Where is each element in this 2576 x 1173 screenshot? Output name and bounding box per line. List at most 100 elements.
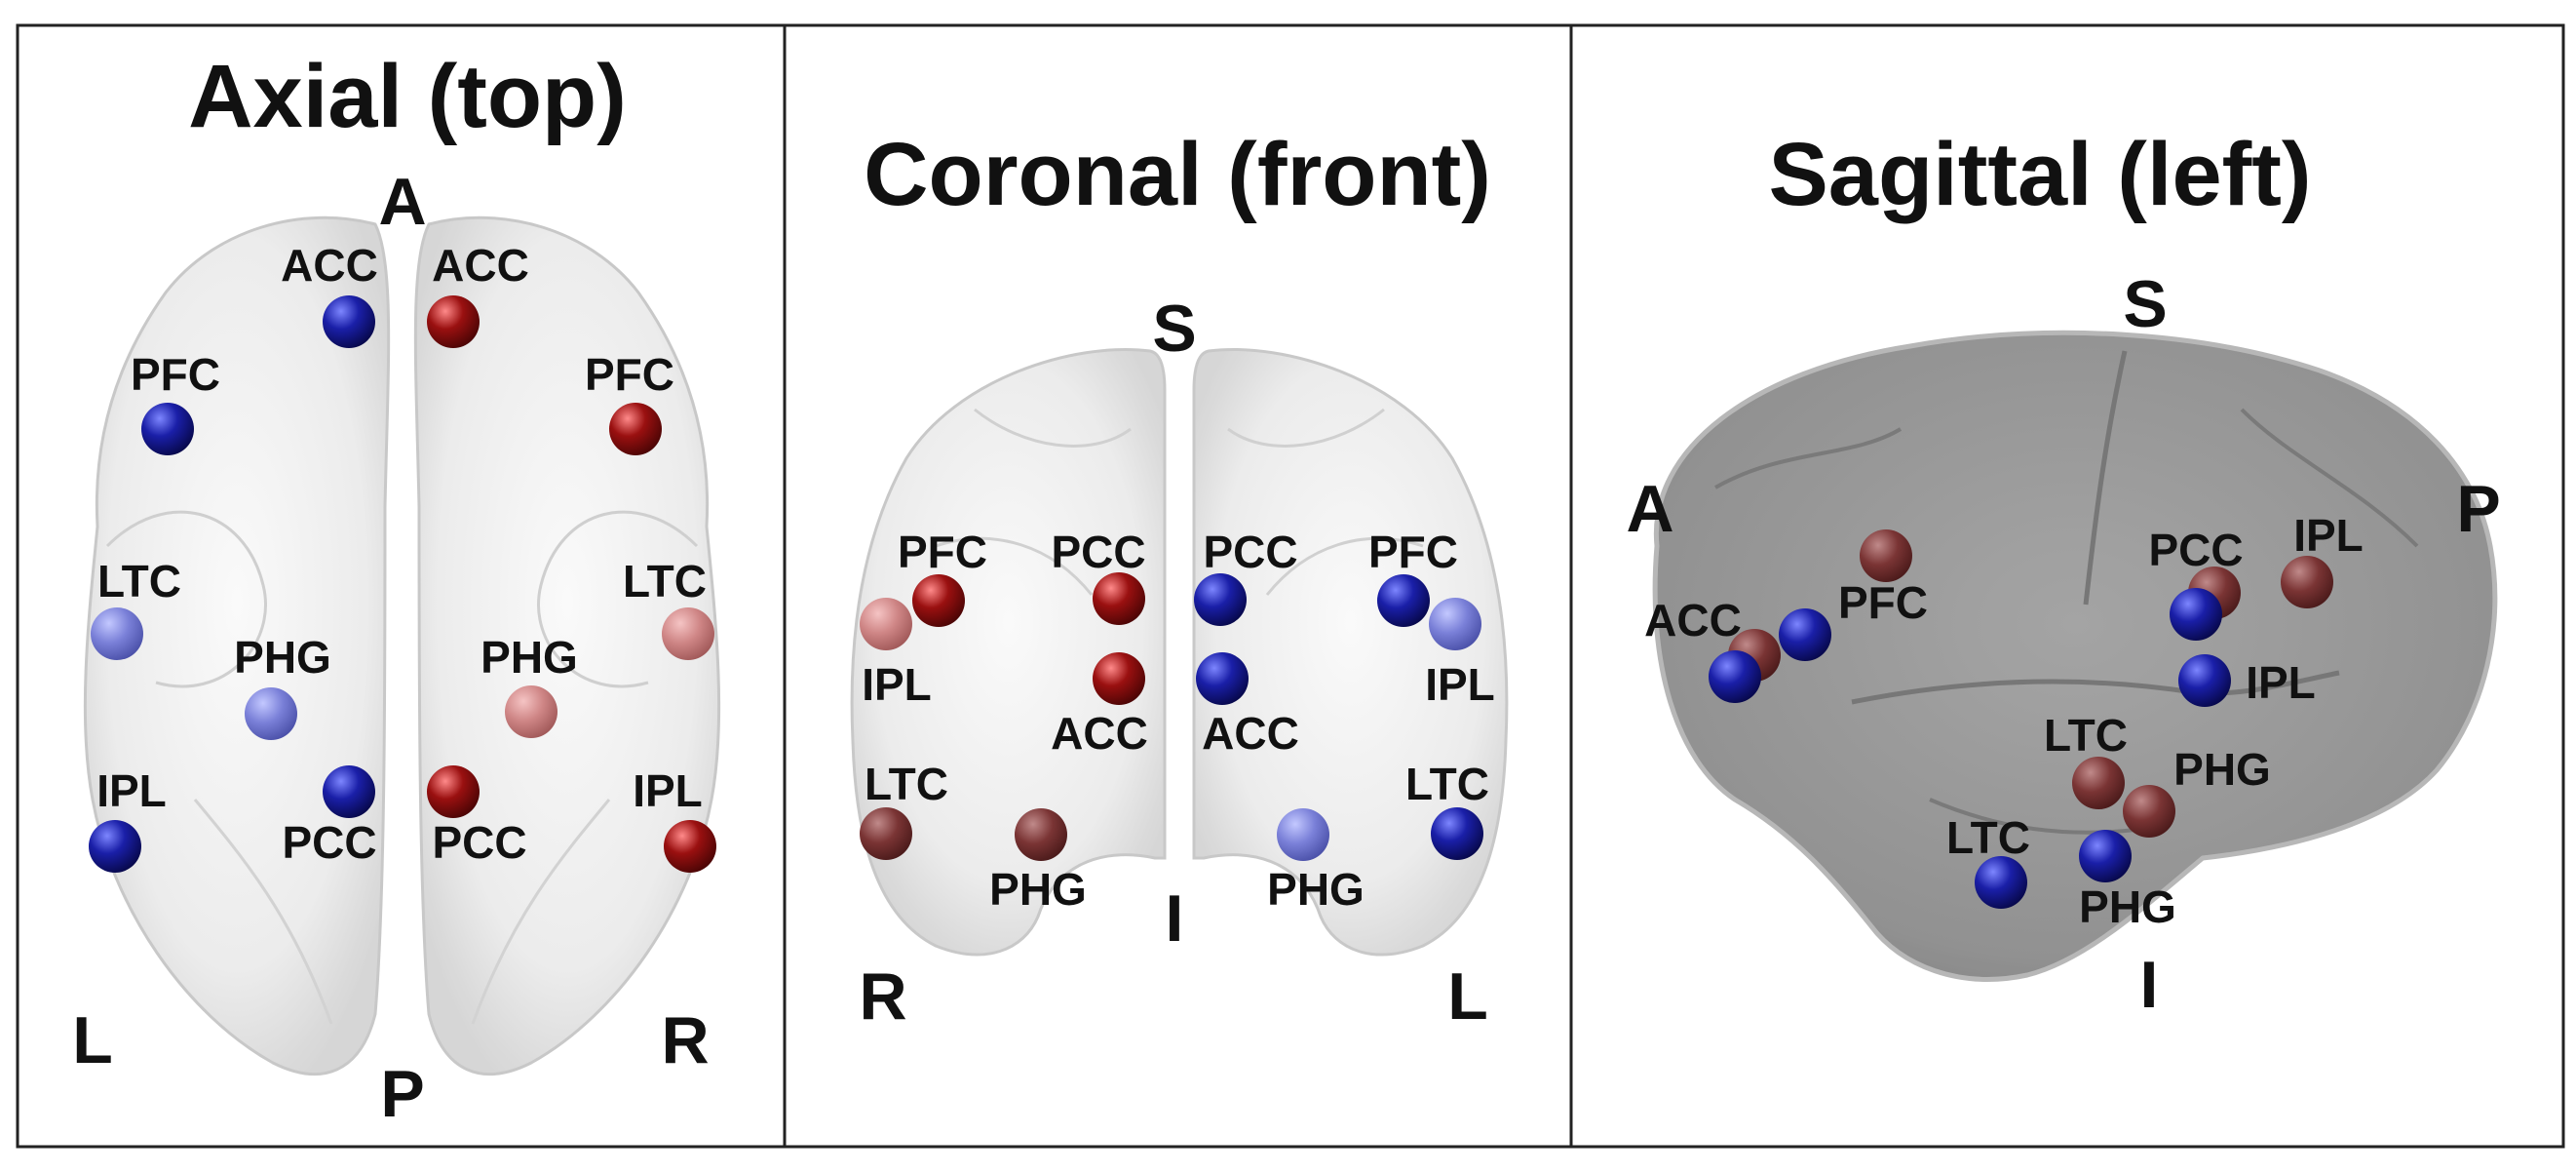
coronal-label-left-pfc: PFC [1368, 527, 1458, 577]
sagittal-gyrus-detail [1714, 408, 2419, 835]
axial-label-right-pfc: PFC [585, 349, 674, 400]
coronal-label-left-acc: ACC [1202, 708, 1299, 759]
axial-label-left-ltc: LTC [97, 556, 181, 606]
sagittal-node-right-ltc [2072, 757, 2125, 809]
sagittal-label-phg-lower: PHG [2079, 881, 2176, 932]
coronal-right-fold [935, 408, 1132, 596]
axial-orient-anterior: A [378, 165, 426, 239]
axial-title: Axial (top) [188, 47, 627, 146]
coronal-label-right-ltc: LTC [865, 759, 948, 809]
axial-node-right-pcc [427, 765, 480, 818]
sagittal-node-left-pfc [1779, 608, 1831, 661]
coronal-orient-superior: S [1152, 292, 1196, 366]
coronal-panel: Coronal (front) S I R L PFC PCC PCC PFC [850, 125, 1509, 1034]
coronal-node-right-pcc [1093, 572, 1145, 625]
sagittal-cortex-outline [1652, 330, 2498, 982]
coronal-node-left-pfc [1377, 574, 1430, 627]
coronal-label-right-pfc: PFC [898, 527, 987, 577]
coronal-orient-inferior: I [1166, 881, 1184, 956]
coronal-orient-left: L [1447, 959, 1488, 1034]
axial-panel: Axial (top) A P L R ACC ACC PFC [72, 47, 721, 1131]
coronal-brain [850, 348, 1509, 957]
sagittal-node-left-ipl [2178, 654, 2231, 707]
axial-label-left-pcc: PCC [282, 817, 376, 868]
coronal-label-left-pcc: PCC [1203, 527, 1297, 577]
coronal-node-left-acc [1196, 652, 1249, 705]
coronal-node-left-phg [1277, 808, 1329, 861]
sagittal-orient-posterior: P [2456, 472, 2500, 546]
coronal-label-right-phg: PHG [989, 864, 1087, 915]
axial-node-right-pfc [609, 403, 662, 455]
sagittal-node-left-acc [1709, 650, 1761, 703]
sagittal-label-ipl-lower: IPL [2246, 657, 2316, 708]
axial-label-right-acc: ACC [432, 240, 529, 291]
axial-label-left-pfc: PFC [131, 349, 220, 400]
axial-right-lobe-detail [537, 510, 699, 688]
coronal-node-right-ipl [860, 598, 912, 650]
coronal-right-hemisphere-outline [850, 348, 1167, 957]
sagittal-node-left-ltc [1975, 856, 2027, 909]
coronal-label-right-pcc: PCC [1051, 527, 1145, 577]
sagittal-label-pfc: PFC [1838, 577, 1928, 628]
coronal-node-left-ipl [1429, 598, 1481, 650]
axial-brain [83, 215, 721, 1076]
axial-node-right-ipl [664, 820, 716, 873]
sagittal-orient-inferior: I [2140, 948, 2159, 1022]
sagittal-label-ipl-upper: IPL [2293, 510, 2364, 561]
axial-node-left-ipl [89, 820, 141, 873]
coronal-node-left-pcc [1194, 573, 1247, 626]
sagittal-sylvian-fissure [1851, 670, 2340, 705]
sagittal-node-left-phg [2079, 830, 2132, 882]
coronal-node-right-phg [1015, 808, 1067, 861]
coronal-title: Coronal (front) [864, 125, 1491, 224]
coronal-node-left-ltc [1431, 807, 1483, 860]
coronal-orient-right: R [859, 959, 906, 1034]
sagittal-panel: Sagittal (left) S I A P ACC PFC PCC IPL … [1626, 125, 2500, 1022]
sagittal-central-sulcus [2083, 350, 2128, 606]
coronal-label-left-phg: PHG [1267, 864, 1365, 915]
sagittal-node-right-pfc [1860, 529, 1912, 582]
sagittal-label-ltc-upper: LTC [2044, 710, 2128, 761]
figure-frame [16, 23, 2565, 1149]
axial-node-left-pcc [323, 765, 375, 818]
coronal-label-right-ipl: IPL [862, 659, 932, 710]
axial-node-left-ltc [91, 607, 143, 660]
coronal-node-right-ltc [860, 807, 912, 860]
axial-node-right-phg [505, 685, 557, 738]
axial-label-left-ipl: IPL [96, 765, 167, 816]
axial-node-left-phg [245, 687, 297, 740]
sagittal-orient-anterior: A [1626, 472, 1673, 546]
axial-label-right-ltc: LTC [623, 556, 707, 606]
axial-label-right-pcc: PCC [432, 817, 526, 868]
sagittal-node-right-phg [2123, 785, 2175, 838]
coronal-left-hemisphere-outline [1192, 348, 1509, 957]
axial-label-left-acc: ACC [281, 240, 378, 291]
coronal-node-right-acc [1093, 652, 1145, 705]
sagittal-node-right-ipl [2281, 556, 2333, 608]
coronal-label-left-ltc: LTC [1405, 759, 1489, 809]
axial-node-left-pfc [141, 403, 194, 455]
sagittal-label-ltc-lower: LTC [1946, 812, 2030, 863]
coronal-left-fold [1227, 408, 1424, 596]
coronal-node-right-pfc [912, 574, 965, 627]
coronal-label-right-acc: ACC [1051, 708, 1148, 759]
axial-right-sulcus [471, 799, 611, 1025]
axial-node-right-ltc [662, 607, 714, 660]
sagittal-label-phg-upper: PHG [2173, 744, 2271, 795]
axial-orient-posterior: P [380, 1057, 424, 1131]
axial-node-right-acc [427, 295, 480, 348]
axial-orient-right: R [661, 1003, 709, 1077]
axial-left-sulcus [193, 799, 333, 1025]
axial-node-left-acc [323, 295, 375, 348]
sagittal-label-pcc: PCC [2148, 525, 2243, 575]
coronal-label-left-ipl: IPL [1425, 659, 1495, 710]
sagittal-node-left-pcc [2170, 588, 2222, 641]
sagittal-brain [1652, 330, 2498, 982]
axial-label-left-phg: PHG [234, 632, 331, 683]
axial-label-right-phg: PHG [481, 632, 578, 683]
sagittal-orient-superior: S [2123, 267, 2167, 341]
sagittal-label-acc: ACC [1644, 595, 1742, 645]
axial-left-lobe-detail [105, 510, 267, 688]
axial-orient-left: L [72, 1003, 113, 1077]
